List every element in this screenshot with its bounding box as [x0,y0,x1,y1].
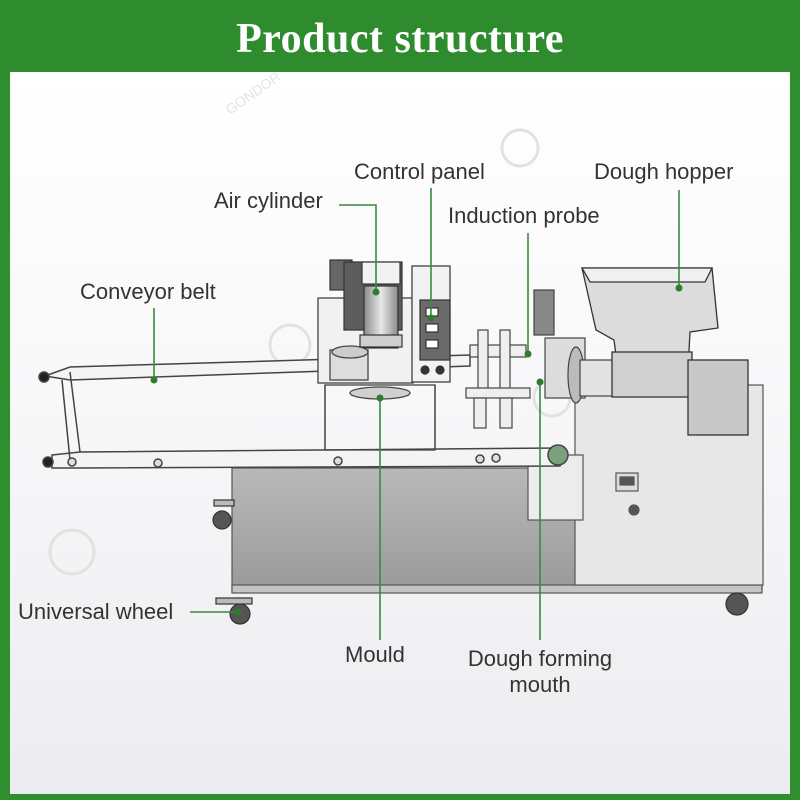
leader-lines [153,188,680,640]
dough-hopper-part [580,267,749,436]
air-cylinder-part [329,259,403,349]
label-conveyor-belt: Conveyor belt [80,279,216,304]
conveyor-belt [38,354,569,469]
label-dough-hopper: Dough hopper [594,159,734,184]
label-induction-probe: Induction probe [448,203,600,228]
label-dough-forming-mouth: Dough forming mouth [455,646,625,698]
label-dough-forming-mouth-line2: mouth [509,672,571,697]
label-dough-forming-mouth-line1: Dough forming [467,646,613,671]
wheels [212,499,749,625]
label-control-panel: Control panel [354,159,485,184]
page-title: Product structure [236,16,564,62]
machine-body [231,384,764,594]
label-mould: Mould [345,642,405,667]
leader-dots [150,284,683,616]
label-universal-wheel: Universal wheel [18,599,174,624]
label-air-cylinder: Air cylinder [214,188,323,213]
title-banner: Product structure [0,0,800,78]
